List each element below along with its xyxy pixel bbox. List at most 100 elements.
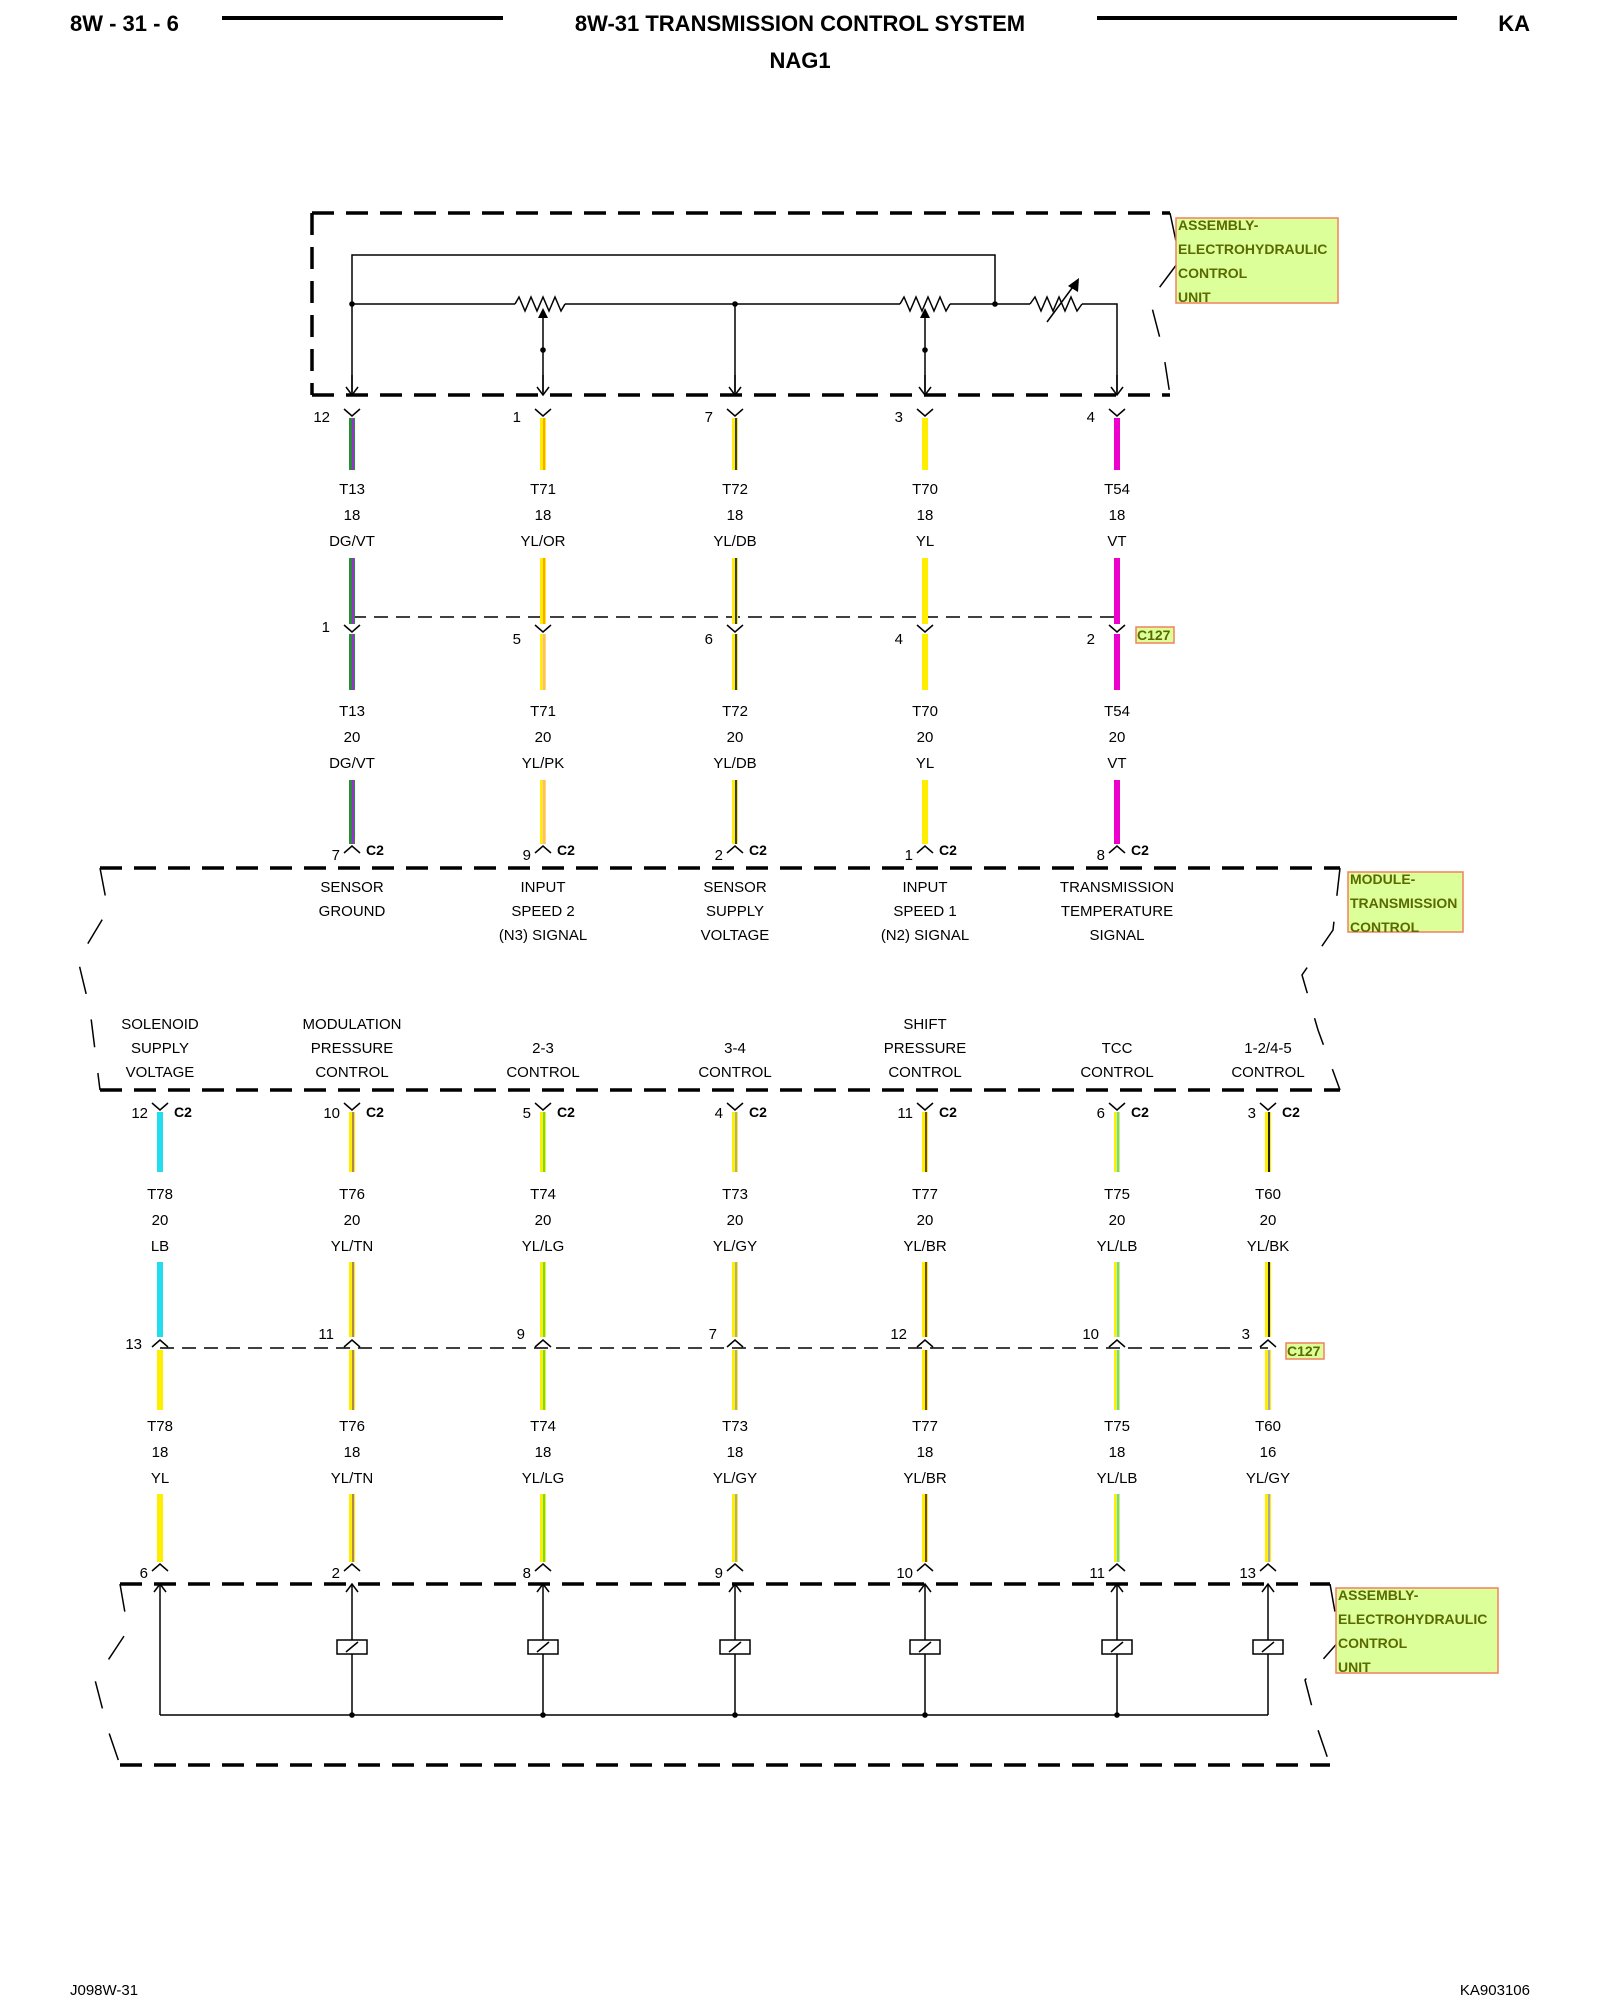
circuit-code: T75 xyxy=(1104,1418,1130,1435)
junction-dot xyxy=(540,1712,546,1718)
ehcu-top-label-line: UNIT xyxy=(1178,289,1211,305)
pin-chevron xyxy=(534,408,552,417)
solenoid-coil-mark xyxy=(1110,1641,1124,1653)
circuit-code: T77 xyxy=(912,1418,938,1435)
c127-pin-number: 12 xyxy=(890,1326,907,1343)
wire-color-code: YL/GY xyxy=(713,1238,757,1255)
wire-gauge: 20 xyxy=(535,1212,552,1229)
wire-color-code: YL/TN xyxy=(331,1470,374,1487)
control-function-label: MODULATION xyxy=(303,1016,402,1033)
ehcu-pin-number: 1 xyxy=(513,409,521,426)
control-function-label: 2-3 xyxy=(532,1040,554,1057)
wire-color-code: YL/GY xyxy=(713,1470,757,1487)
pin-arrow xyxy=(728,1582,742,1593)
pin-arrow xyxy=(345,386,359,397)
pin-chevron xyxy=(343,1563,361,1572)
solenoid-coil-mark xyxy=(345,1641,359,1653)
signal-function-label: TEMPERATURE xyxy=(1061,903,1173,920)
circuit-code: T73 xyxy=(722,1418,748,1435)
pin-chevron xyxy=(1259,1102,1277,1111)
signal-function-label: SPEED 2 xyxy=(511,903,574,920)
wire-gauge: 20 xyxy=(152,1212,169,1229)
wire-gauge: 20 xyxy=(1109,1212,1126,1229)
pin-chevron xyxy=(1108,1563,1126,1572)
wire-color-code: YL/PK xyxy=(522,755,565,772)
wire-color-code: VT xyxy=(1107,755,1126,772)
wire-gauge: 18 xyxy=(344,1444,361,1461)
pin-chevron xyxy=(1108,1102,1126,1111)
pin-chevron xyxy=(343,845,361,854)
wire-color-code: YL/DB xyxy=(713,533,756,550)
control-function-label: SHIFT xyxy=(903,1016,946,1033)
c2-connector-label: C2 xyxy=(366,1104,384,1120)
pin-chevron xyxy=(151,1339,169,1348)
control-function-label: CONTROL xyxy=(506,1064,579,1081)
signal-function-label: INPUT xyxy=(903,879,948,896)
c127-pin-number: 4 xyxy=(895,631,903,648)
pin-chevron xyxy=(1108,845,1126,854)
pin-chevron xyxy=(916,845,934,854)
ehcu-bottom-break-left xyxy=(94,1583,129,1766)
pin-chevron xyxy=(1108,1339,1126,1348)
c127-upper-tag-text: C127 xyxy=(1137,627,1171,643)
wiper-arrowhead xyxy=(538,308,548,318)
circuit-code: T54 xyxy=(1104,481,1130,498)
junction-dot xyxy=(732,1712,738,1718)
c2-connector-label: C2 xyxy=(749,842,767,858)
c2-connector-label: C2 xyxy=(939,1104,957,1120)
ehcu-bottom-label-line: CONTROL xyxy=(1338,1635,1408,1651)
wire-gauge: 18 xyxy=(917,1444,934,1461)
c2-pin-number: 1 xyxy=(905,847,913,864)
c127-pin-number: 9 xyxy=(517,1326,525,1343)
c2-pin-number: 12 xyxy=(131,1105,148,1122)
pin-chevron xyxy=(151,1102,169,1111)
wire-color-code: VT xyxy=(1107,533,1126,550)
tcm-label: MODULE- TRANSMISSION CONTROL xyxy=(1347,871,1464,935)
tcm-label-box xyxy=(1347,871,1464,933)
c2-connector-label: C2 xyxy=(939,842,957,858)
circuit-code: T13 xyxy=(339,703,365,720)
wire-gauge: 20 xyxy=(917,729,934,746)
circuit-code: T78 xyxy=(147,1186,173,1203)
signal-function-label: INPUT xyxy=(521,879,566,896)
circuit-code: T70 xyxy=(912,703,938,720)
junction-dot xyxy=(349,1712,355,1718)
footer-part-id: KA903106 xyxy=(1460,1982,1530,1999)
pin-arrow xyxy=(153,1582,167,1593)
wire-color-code: YL/DB xyxy=(713,755,756,772)
wire-color-code: YL xyxy=(151,1470,169,1487)
wire-gauge: 18 xyxy=(1109,507,1126,524)
signal-function-label: SUPPLY xyxy=(706,903,764,920)
control-function-label: 1-2/4-5 xyxy=(1244,1040,1292,1057)
pin-chevron xyxy=(343,1339,361,1348)
page-code: 8W - 31 - 6 xyxy=(70,11,179,36)
pin-chevron xyxy=(534,1102,552,1111)
c127-lower-tag-box xyxy=(1285,1342,1325,1360)
signal-function-label: SENSOR xyxy=(703,879,767,896)
wire-color-code: YL/LG xyxy=(522,1470,565,1487)
tcm-label-line: TRANSMISSION xyxy=(1350,895,1457,911)
pin-chevron xyxy=(534,1339,552,1348)
pin-chevron xyxy=(916,1102,934,1111)
c127-lower-tag-text: C127 xyxy=(1287,1343,1321,1359)
model-code: KA xyxy=(1498,11,1530,36)
ehcu-top-label-line: CONTROL xyxy=(1178,265,1248,281)
wire-color-code: YL xyxy=(916,533,934,550)
pin-chevron xyxy=(916,624,934,633)
control-function-label: CONTROL xyxy=(1231,1064,1304,1081)
wire-color-code: DG/VT xyxy=(329,755,375,772)
signal-function-label: VOLTAGE xyxy=(701,927,770,944)
solenoid-coil-mark xyxy=(536,1641,550,1653)
ehcu-top-label-box xyxy=(1175,217,1339,304)
wire-gauge: 16 xyxy=(1260,1444,1277,1461)
control-function-label: CONTROL xyxy=(1080,1064,1153,1081)
pin-chevron xyxy=(1259,1563,1277,1572)
pin-arrow xyxy=(728,386,742,397)
wire-color-code: YL/LB xyxy=(1097,1470,1138,1487)
circuit-code: T77 xyxy=(912,1186,938,1203)
circuit-code: T76 xyxy=(339,1186,365,1203)
control-function-label: SOLENOID xyxy=(121,1016,199,1033)
wire-color-code: YL/BR xyxy=(903,1238,947,1255)
wire-color-code: DG/VT xyxy=(329,533,375,550)
